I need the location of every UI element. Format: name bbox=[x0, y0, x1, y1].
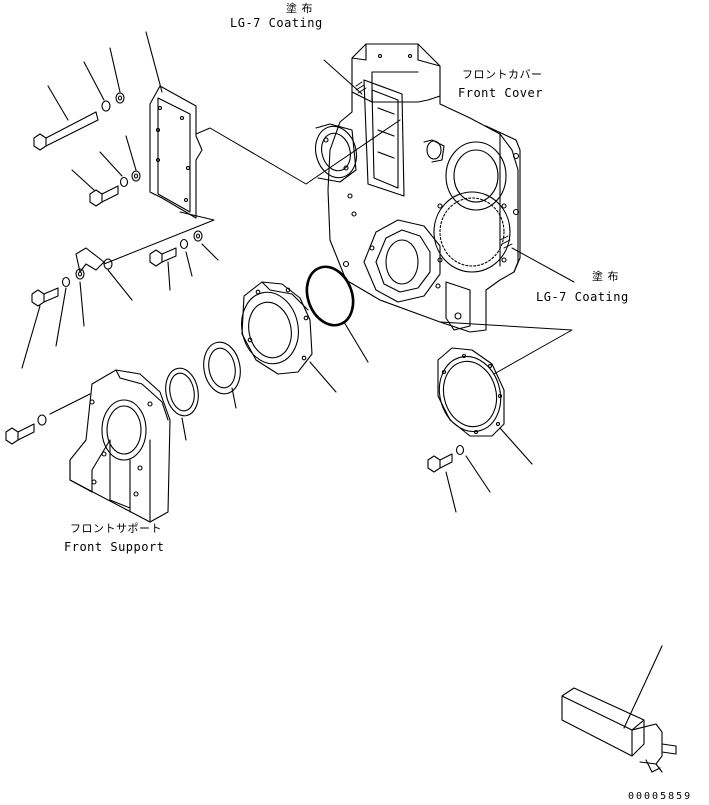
front-cover-en-label: Front Cover bbox=[458, 86, 543, 100]
front-support-jp-label: フロントサポート bbox=[70, 522, 162, 535]
drawing-code: 00005859 bbox=[628, 791, 693, 802]
coating-top-jp-label: 塗 布 bbox=[286, 2, 313, 15]
front-cover-jp-label: フロントカバー bbox=[462, 68, 543, 81]
coating-top-en-label: LG-7 Coating bbox=[230, 16, 323, 30]
front-cover-part bbox=[314, 43, 521, 333]
front-support-en-label: Front Support bbox=[64, 540, 165, 554]
gasket-part bbox=[149, 85, 203, 219]
top-left-bolts bbox=[33, 31, 163, 207]
front-support-part bbox=[5, 369, 171, 523]
middle-left-bolts bbox=[149, 230, 219, 291]
lower-left-bolts bbox=[21, 247, 133, 369]
assembly-lines bbox=[103, 59, 575, 375]
coating-right-en-label: LG-7 Coating bbox=[536, 290, 629, 304]
inset-tool bbox=[561, 645, 677, 773]
right-cover-plate bbox=[427, 347, 533, 513]
seal-ring-parts bbox=[165, 265, 369, 441]
coating-right-jp-label: 塗 布 bbox=[592, 270, 619, 283]
